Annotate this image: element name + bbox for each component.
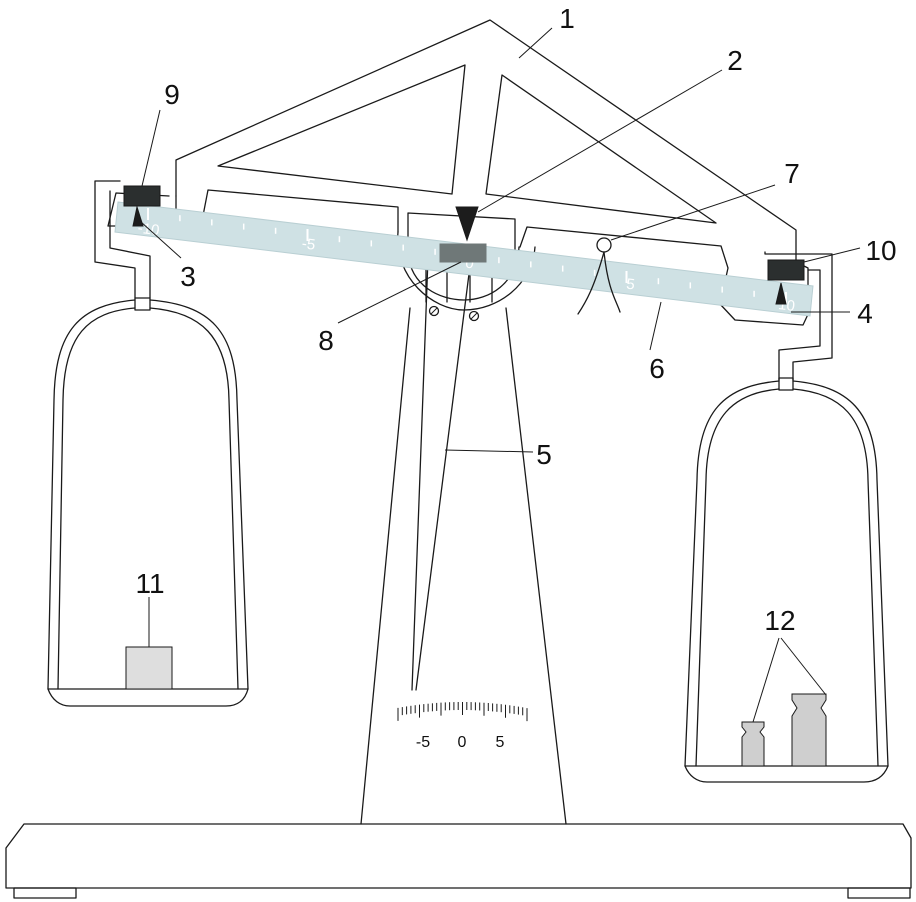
callout-7: 7	[784, 158, 800, 189]
dial-label-minus: -5	[416, 734, 430, 751]
rider-left	[123, 185, 161, 207]
callout-1: 1	[559, 3, 575, 34]
callout-11: 11	[135, 568, 164, 599]
callout-3: 3	[180, 261, 196, 292]
ruler-label-right-mid: 5	[625, 276, 635, 294]
ruler-label-center: 0	[464, 255, 474, 273]
callout-6: 6	[649, 353, 665, 384]
callout-2: 2	[727, 45, 743, 76]
leader-lines	[140, 27, 861, 723]
callout-5: 5	[536, 439, 552, 470]
weight-small	[741, 721, 765, 767]
base	[5, 823, 912, 899]
adjust-knob	[577, 237, 621, 315]
ruler-label-left-mid: -5	[301, 235, 316, 253]
weight-large	[791, 693, 827, 767]
column	[360, 307, 567, 825]
left-pan	[47, 299, 249, 707]
center-arrow	[455, 206, 479, 242]
right-hanger	[764, 251, 833, 391]
left-arrow	[132, 205, 144, 227]
callout-9: 9	[164, 79, 180, 110]
right-arrow	[775, 282, 787, 305]
pointer	[411, 257, 471, 691]
left-hanger	[94, 180, 151, 311]
dial-label-zero: 0	[458, 734, 467, 751]
rider-right	[767, 259, 805, 281]
pointer-block	[439, 243, 487, 263]
dial-label-plus: 5	[496, 734, 505, 751]
callout-8: 8	[318, 325, 334, 356]
callout-12: 12	[764, 605, 795, 636]
right-pan	[684, 380, 889, 783]
dial-scale	[397, 702, 528, 722]
object-block	[125, 646, 173, 690]
callout-10: 10	[865, 235, 896, 266]
callout-4: 4	[857, 298, 873, 329]
